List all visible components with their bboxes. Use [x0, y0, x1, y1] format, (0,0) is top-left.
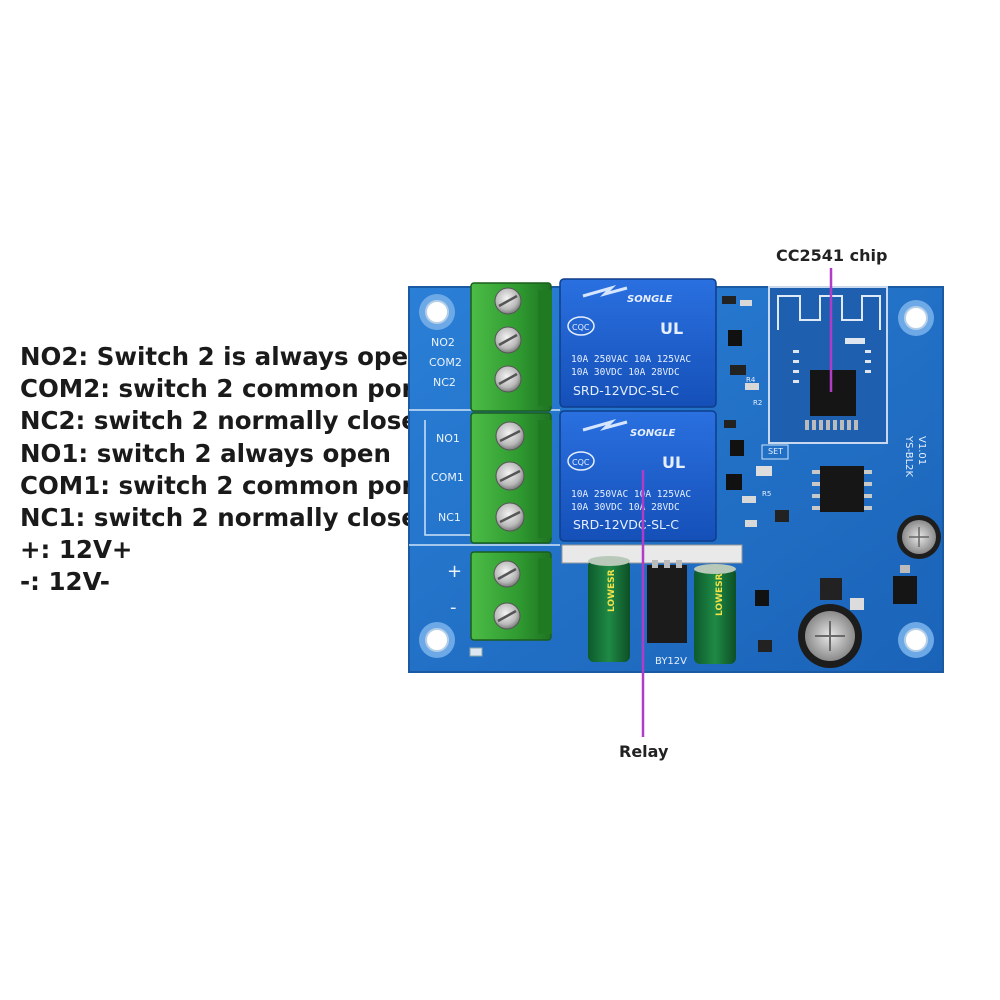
svg-text:R2: R2: [753, 399, 762, 407]
silk-no2: NO2: [431, 336, 455, 349]
legend-com2: COM2: switch 2 common port: [20, 374, 426, 404]
relay-bottom: SONGLE CQC UL 10A 250VAC 10A 125VAC 10A …: [559, 410, 717, 542]
silk-nc1: NC1: [438, 511, 461, 524]
legend-minus: -: 12V-: [20, 567, 110, 597]
relay-callout-label: Relay: [619, 742, 669, 761]
legend-list: NO2: Switch 2 is always open COM2: switc…: [20, 341, 435, 599]
ic-sop8: [812, 466, 872, 512]
silk-power-label: BY12V: [655, 656, 687, 667]
silk-version: V1.01: [916, 436, 927, 465]
relay-top-rating-1: 10A 250VAC 10A 125VAC: [571, 354, 691, 365]
legend-no2: NO2: Switch 2 is always open: [20, 342, 426, 371]
relay-top-rating-2: 10A 30VDC 10A 28VDC: [571, 367, 680, 378]
relay-bottom-brand: SONGLE: [630, 428, 676, 439]
svg-text:UL: UL: [662, 453, 685, 472]
legend-plus: +: 12V+: [20, 535, 133, 565]
silk-com1: COM1: [431, 471, 464, 484]
relay-top-model: SRD-12VDC-SL-C: [573, 383, 679, 398]
smd-components: R5 R2 R4: [722, 296, 789, 527]
terminal-block-1: [470, 412, 552, 544]
mounting-hole-bl: [419, 622, 455, 658]
cc2541-chip: [810, 370, 856, 416]
silk-com2: COM2: [429, 356, 462, 369]
legend-no1: NO1: switch 2 always open: [20, 438, 391, 468]
svg-text:CQC: CQC: [572, 458, 590, 467]
silk-board-id: YS-BL2K: [903, 435, 914, 478]
relay-bottom-rating-2: 10A 30VDC 10A 28VDC: [571, 502, 680, 513]
svg-text:R4: R4: [746, 376, 756, 384]
smd-lower-right: [755, 565, 917, 652]
svg-text:R5: R5: [762, 490, 771, 498]
silk-minus: -: [450, 597, 457, 618]
silk-nc2: NC2: [433, 376, 456, 389]
mounting-hole-tr: [898, 300, 934, 336]
legend-nc2: NC2: switch 2 normally closed: [20, 406, 436, 436]
mounting-hole-br: [898, 622, 934, 658]
terminal-block-power: [470, 551, 552, 641]
relay-bottom-rating-1: 10A 250VAC 10A 125VAC: [571, 489, 691, 500]
capacitor-right: LOWESR: [694, 564, 736, 664]
capacitor-small: [897, 515, 941, 559]
cap-right-brand: LOWESR: [715, 573, 725, 616]
legend-com1: COM1: switch 2 common port: [20, 470, 426, 500]
capacitor-left: LOWESR: [588, 556, 630, 662]
silk-set: SET: [768, 447, 783, 456]
relay-bottom-model: SRD-12VDC-SL-C: [573, 517, 679, 532]
relay-top-brand: SONGLE: [627, 294, 673, 305]
relay-top: SONGLE CQC UL 10A 250VAC 10A 125VAC 10A …: [559, 278, 717, 408]
svg-text:UL: UL: [660, 319, 683, 338]
chip-callout-label: CC2541 chip: [776, 246, 888, 265]
silk-plus: +: [447, 561, 462, 582]
cap-left-brand: LOWESR: [607, 569, 617, 612]
terminal-block-2: [470, 282, 552, 412]
svg-text:CQC: CQC: [572, 323, 590, 332]
mounting-hole-tl: [419, 294, 455, 330]
silk-no1: NO1: [436, 432, 460, 445]
bluetooth-module: [768, 286, 888, 444]
led-indicator: [469, 647, 483, 657]
capacitor-large: [798, 604, 862, 668]
legend-nc1: NC1: switch 2 normally closed: [20, 503, 436, 533]
